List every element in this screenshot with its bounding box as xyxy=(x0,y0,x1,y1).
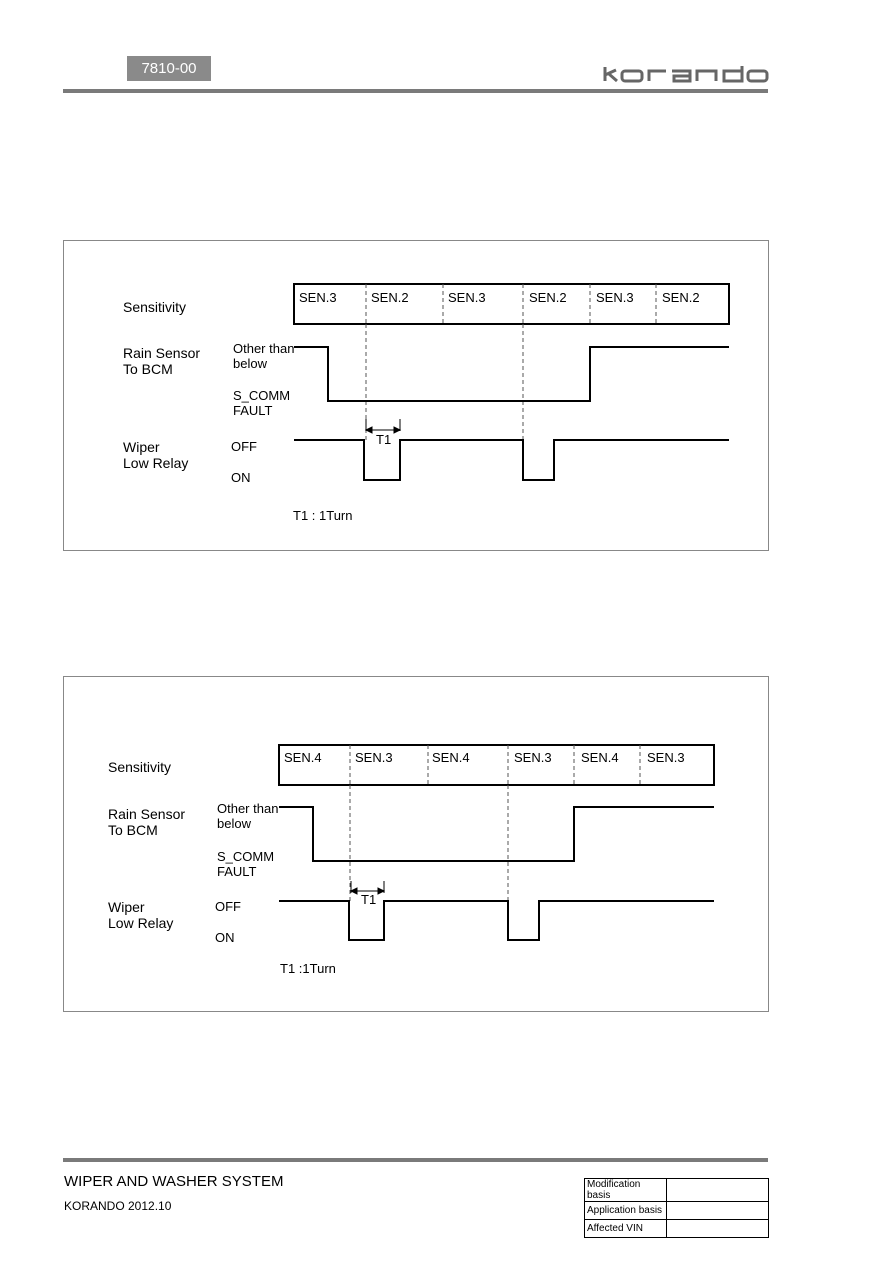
sensitivity-label: Sensitivity xyxy=(123,299,187,315)
sensitivity-cell: SEN.3 xyxy=(596,290,634,305)
sensitivity-cell: SEN.4 xyxy=(432,750,470,765)
t1-note: T1 :1Turn xyxy=(280,961,336,976)
basis-value xyxy=(666,1201,769,1220)
basis-label: Modification basis xyxy=(584,1178,667,1202)
timing-diagram-2: Sensitivity Rain Sensor To BCM Wiper Low… xyxy=(63,676,769,1012)
rain-sensor-label: Rain Sensor To BCM xyxy=(108,806,186,838)
footer-rule xyxy=(63,1158,768,1162)
wiper-relay-label: Wiper Low Relay xyxy=(123,439,189,471)
sensitivity-cell: SEN.2 xyxy=(529,290,567,305)
wiper-relay-label: Wiper Low Relay xyxy=(108,899,174,931)
table-row: Modification basis xyxy=(584,1178,769,1202)
level-other-label: Other than below xyxy=(233,341,295,371)
basis-value xyxy=(666,1178,769,1202)
t1-note: T1 : 1Turn xyxy=(293,508,353,523)
sensitivity-cell: SEN.3 xyxy=(647,750,685,765)
level-fault-label: S_COMM FAULT xyxy=(233,388,291,418)
level-off-label: OFF xyxy=(215,899,241,914)
korando-logo xyxy=(603,66,769,83)
t1-marker-label: T1 xyxy=(376,432,392,447)
timing-diagram-1: Sensitivity Rain Sensor To BCM Wiper Low… xyxy=(63,240,769,551)
sensitivity-cell: SEN.4 xyxy=(581,750,619,765)
level-off-label: OFF xyxy=(231,439,257,454)
level-other-label: Other than below xyxy=(217,801,279,831)
sensitivity-cell: SEN.3 xyxy=(355,750,393,765)
table-row: Affected VIN xyxy=(584,1219,769,1238)
rain-sensor-label: Rain Sensor To BCM xyxy=(123,345,201,377)
section-code-badge: 7810-00 xyxy=(127,56,211,81)
level-fault-label: S_COMM FAULT xyxy=(217,849,275,879)
timing-diagram-2-lines xyxy=(278,744,715,941)
basis-value xyxy=(666,1219,769,1238)
table-row: Application basis xyxy=(584,1201,769,1220)
sensitivity-cell: SEN.3 xyxy=(299,290,337,305)
sensitivity-cell: SEN.2 xyxy=(662,290,700,305)
footer-subtitle: KORANDO 2012.10 xyxy=(64,1199,172,1213)
sensitivity-cell: SEN.4 xyxy=(284,750,322,765)
timing-diagram-1-lines xyxy=(293,283,730,481)
t1-marker-label: T1 xyxy=(361,892,377,907)
sensitivity-cell: SEN.2 xyxy=(371,290,409,305)
sensitivity-cell: SEN.3 xyxy=(448,290,486,305)
header-rule xyxy=(63,89,768,93)
basis-table: Modification basis Application basis Aff… xyxy=(584,1178,769,1238)
footer-title: WIPER AND WASHER SYSTEM xyxy=(64,1173,284,1190)
basis-label: Application basis xyxy=(584,1201,667,1220)
basis-label: Affected VIN xyxy=(584,1219,667,1238)
sensitivity-label: Sensitivity xyxy=(108,759,172,775)
level-on-label: ON xyxy=(231,470,251,485)
level-on-label: ON xyxy=(215,930,235,945)
sensitivity-cell: SEN.3 xyxy=(514,750,552,765)
